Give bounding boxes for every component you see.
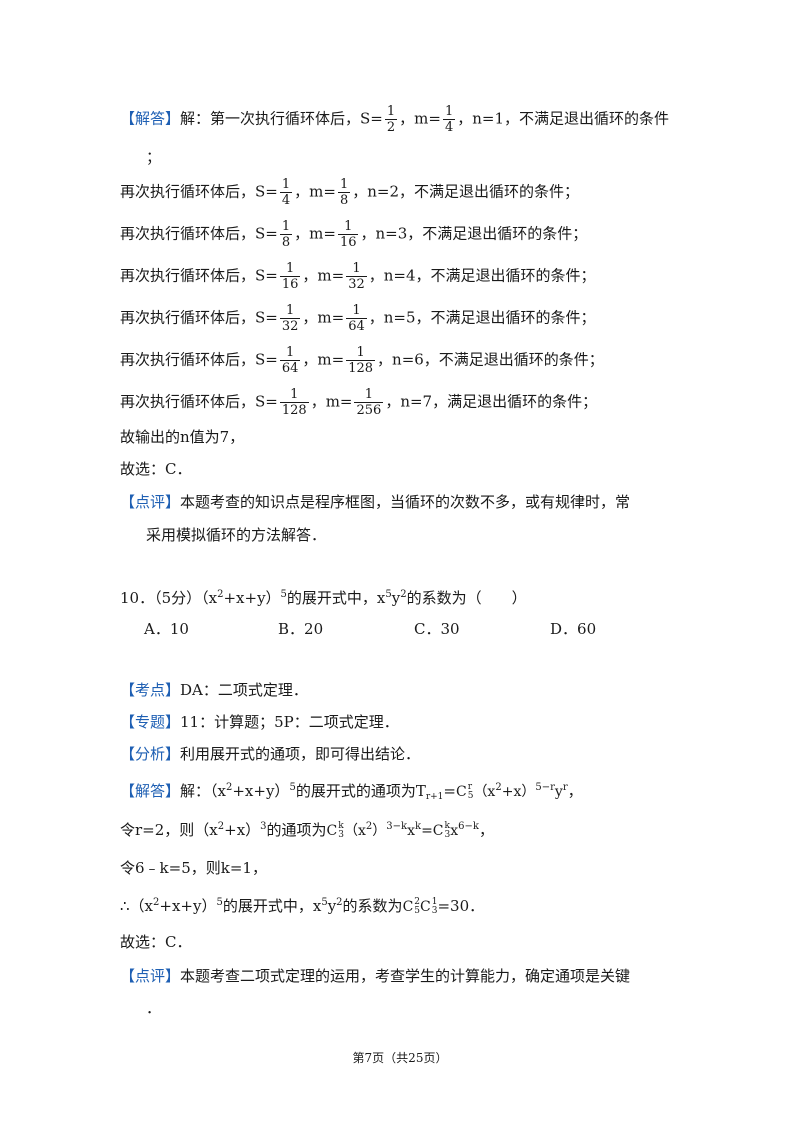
choice-line: 故选：C． xyxy=(120,460,192,478)
solution2-line-3: 令6﹣k=5，则k=1， xyxy=(120,859,267,877)
option-c: C．30 xyxy=(414,620,460,638)
solution2-choice: 故选：C． xyxy=(120,933,192,951)
option-a: A．10 xyxy=(144,620,189,638)
fenxi-line: 【分析】利用展开式的通项，即可得出结论． xyxy=(120,745,421,763)
page-footer: 第7页（共25页） xyxy=(352,1051,448,1065)
comment2-line-1: 【点评】本题考查二项式定理的运用，考查学生的计算能力，确定通项是关键 xyxy=(120,967,631,985)
solution-line-1-cont: ； xyxy=(146,148,162,166)
options-row: A．10 B．20 C．30 D．60 xyxy=(144,619,624,639)
solution-tag: 【解答】 xyxy=(120,109,181,128)
question-10: 10．（5分）（x2+x+y）5的展开式中，x5y2的系数为（ ） xyxy=(120,589,527,607)
comment-line-1: 【点评】本题考查的知识点是程序框图，当循环的次数不多，或有规律时，常 xyxy=(120,493,631,511)
comment2-line-2: ． xyxy=(146,999,162,1017)
comment-tag: 【点评】 xyxy=(120,493,181,511)
comment-line-2: 采用模拟循环的方法解答． xyxy=(146,526,327,544)
kaodian-line: 【考点】DA：二项式定理． xyxy=(120,681,308,699)
zhuanti-line: 【专题】11：计算题；5P：二项式定理． xyxy=(120,713,399,731)
option-d: D．60 xyxy=(550,620,597,638)
option-b: B．20 xyxy=(278,620,324,638)
output-line: 故输出的n值为7， xyxy=(120,428,245,446)
